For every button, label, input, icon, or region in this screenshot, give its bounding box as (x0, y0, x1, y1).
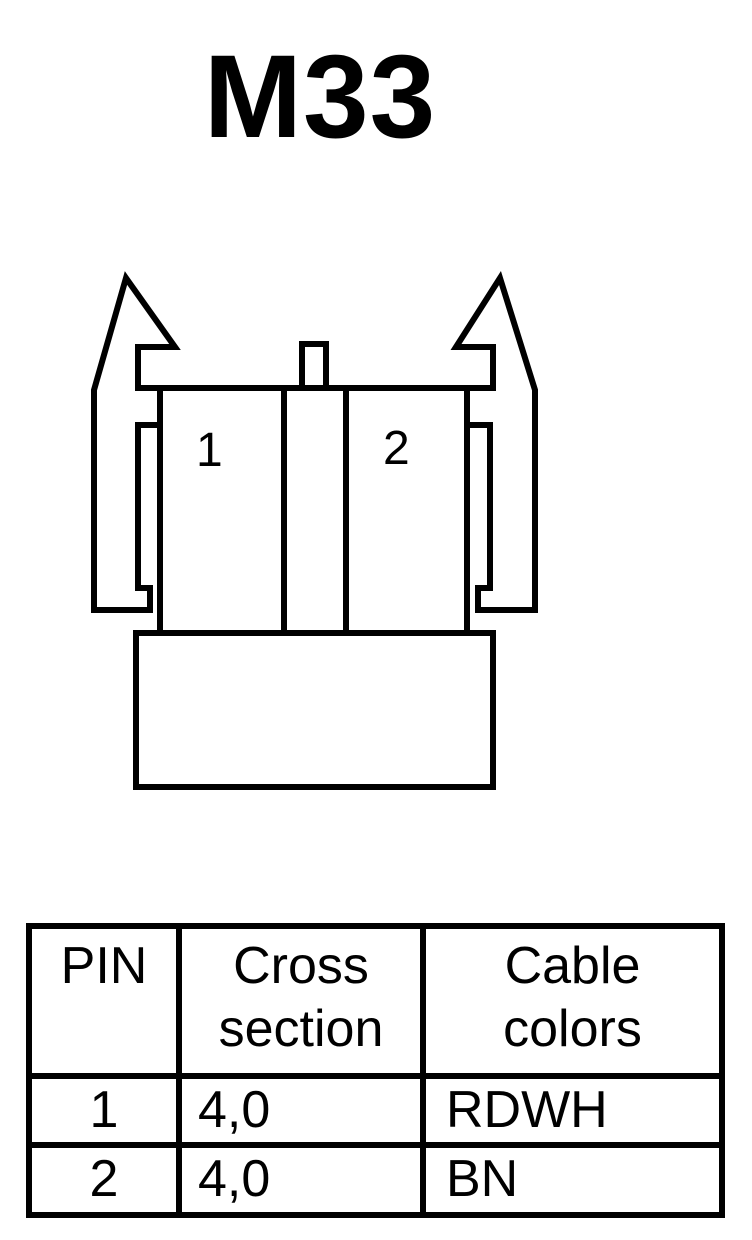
table-row: 2 4,0 BN (26, 1142, 725, 1218)
pin-label-1: 1 (196, 424, 223, 477)
cell-cross-section: 4,0 (176, 1142, 426, 1218)
header-pin: PIN (26, 923, 182, 1079)
pin-assignment-table: PIN Cross section Cable colors 1 4,0 RDW… (26, 923, 725, 1218)
header-cross-section: Cross section (176, 923, 426, 1079)
table-row: 1 4,0 RDWH (26, 1072, 725, 1149)
connector-base (133, 630, 496, 790)
cell-cable-colors: RDWH (420, 1072, 725, 1149)
connector-drawing: 1 2 (91, 270, 538, 790)
connector-title: M33 (203, 31, 437, 163)
cell-pin: 1 (26, 1072, 182, 1149)
locking-tab (299, 341, 329, 391)
pin-label-2: 2 (383, 422, 410, 475)
cell-cross-section: 4,0 (176, 1072, 426, 1149)
table-header-row: PIN Cross section Cable colors (26, 923, 725, 1079)
header-cable-colors: Cable colors (420, 923, 725, 1079)
cell-pin: 2 (26, 1142, 182, 1218)
cell-cable-colors: BN (420, 1142, 725, 1218)
